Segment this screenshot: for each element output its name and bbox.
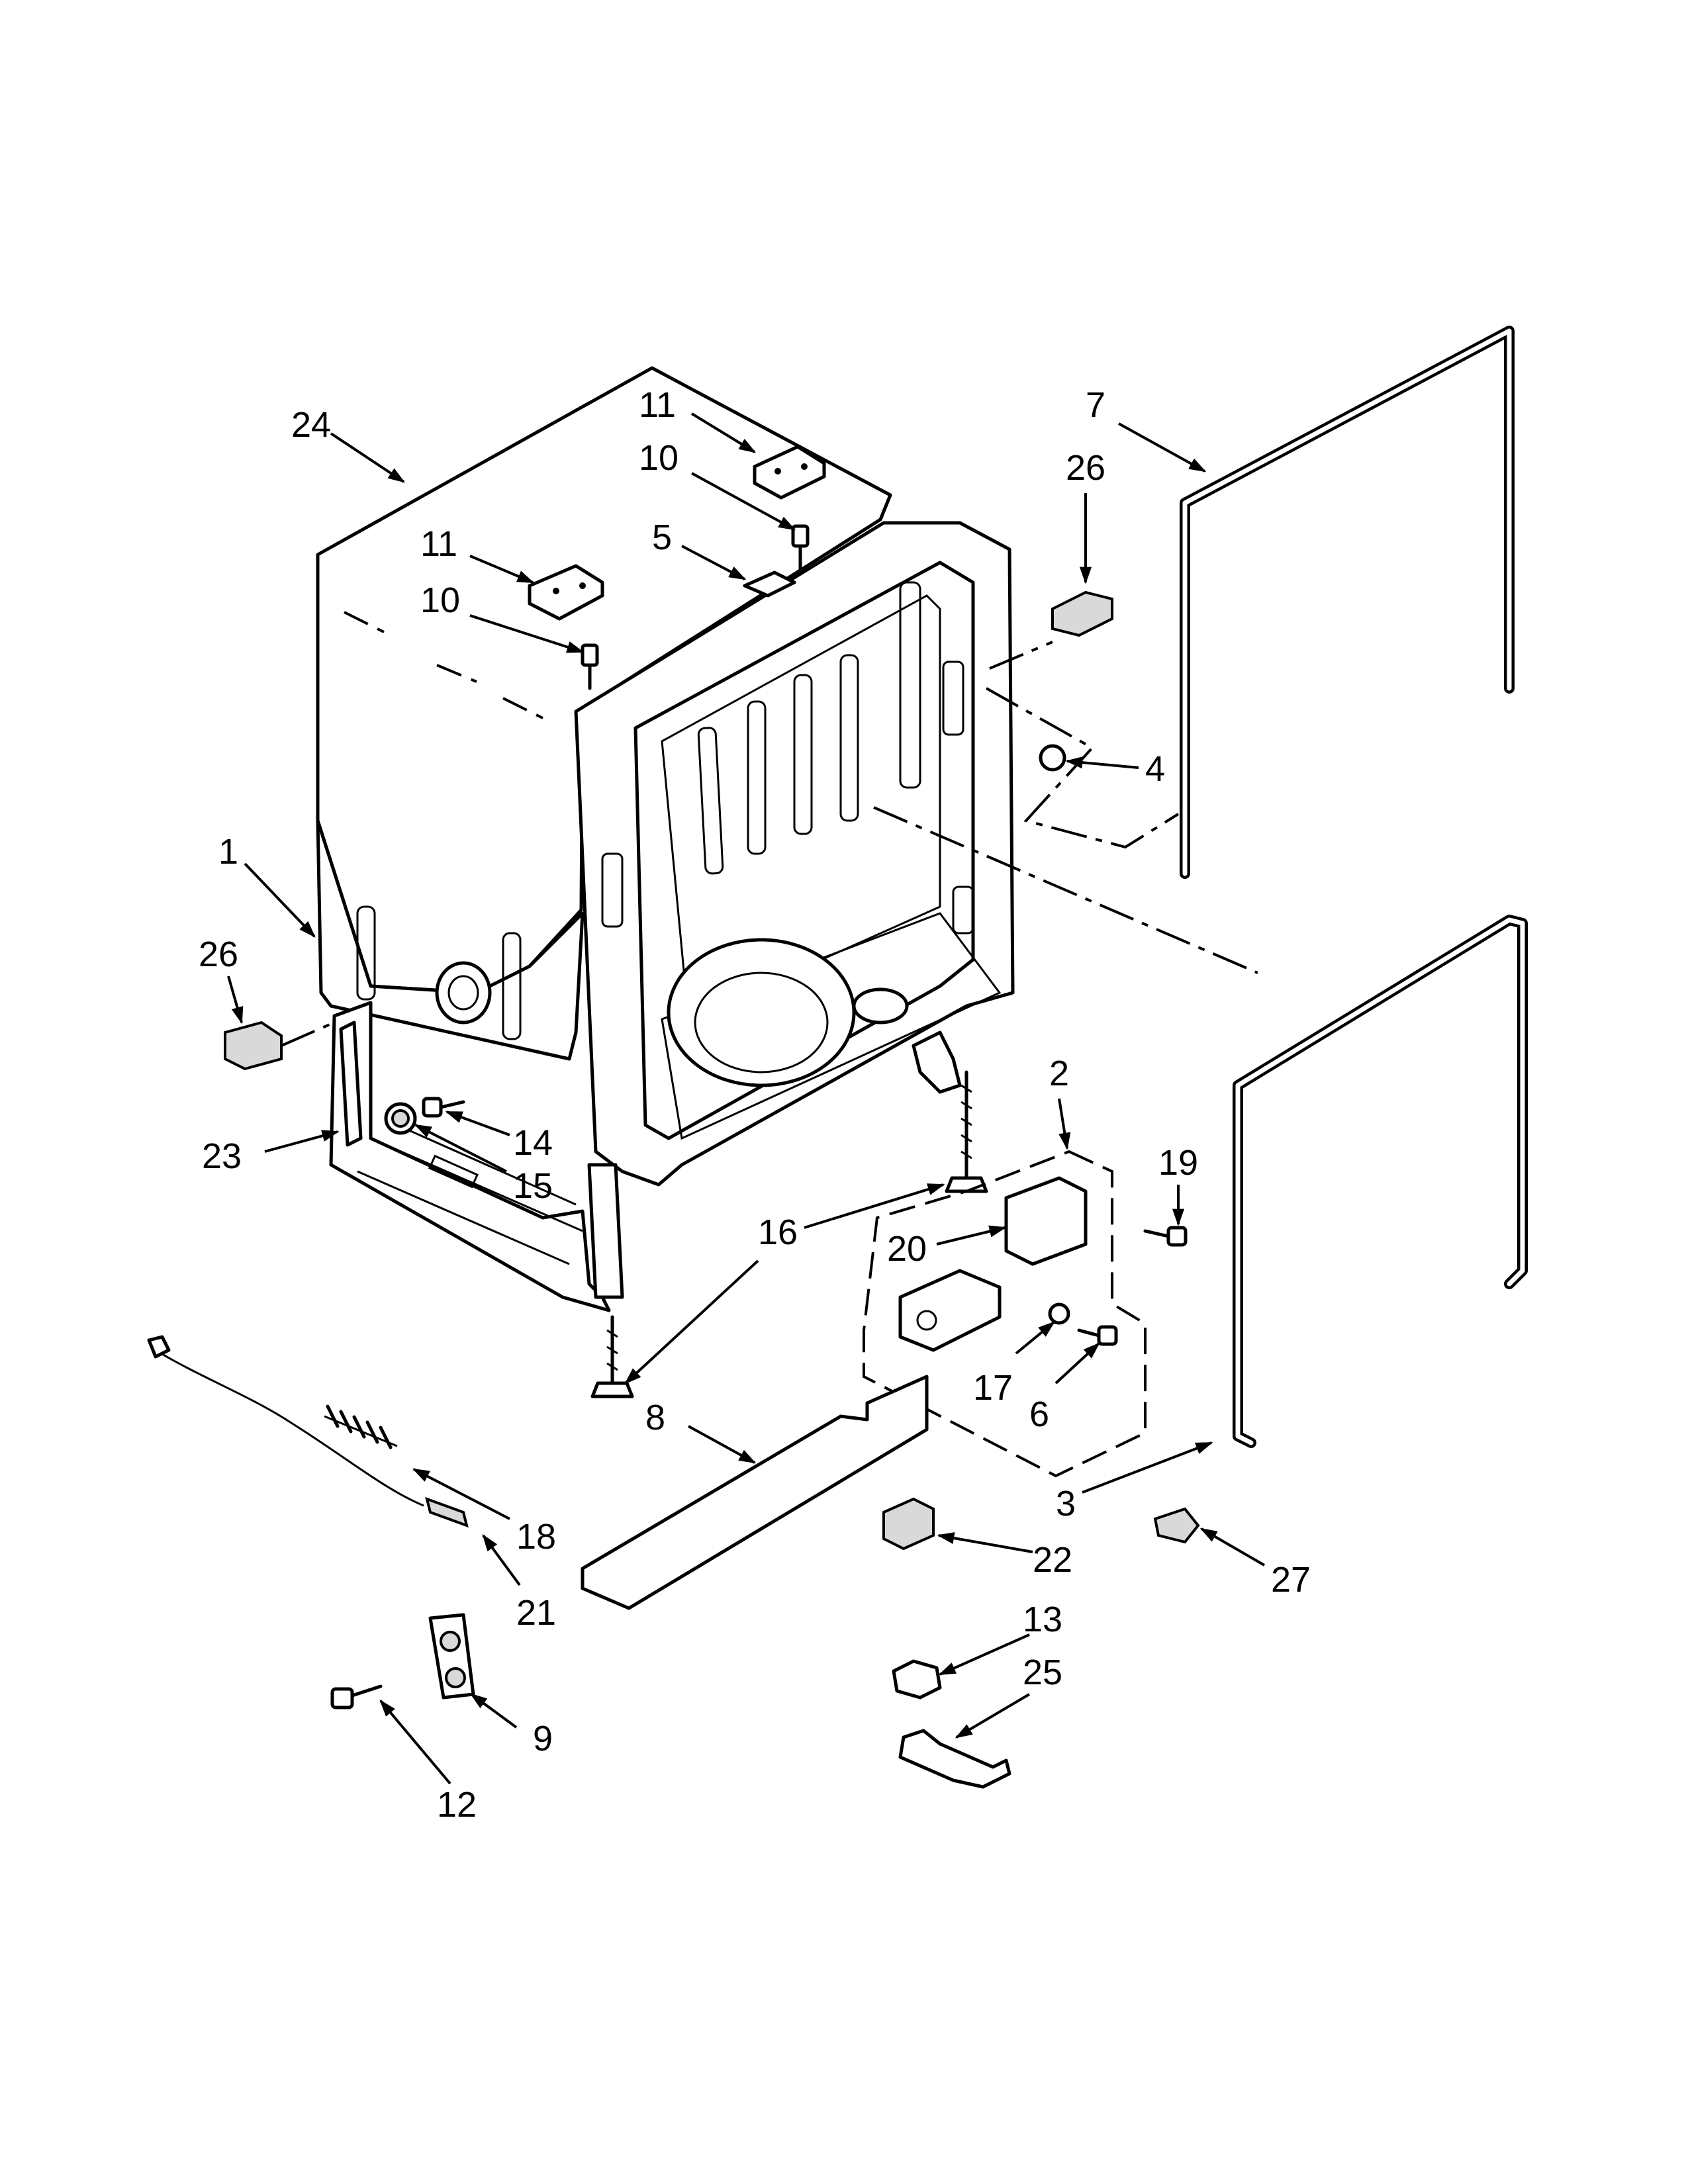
callout-18: 18 <box>516 1517 556 1557</box>
tub-rib <box>793 674 813 835</box>
cable-terminal <box>425 1496 469 1528</box>
callout-11: 11 <box>639 385 676 425</box>
sensor-bracket <box>898 1729 1011 1789</box>
hinge-bracket-rear <box>753 445 826 500</box>
tub-rear-leg <box>912 1030 962 1094</box>
valve-screw <box>1077 1325 1118 1346</box>
sensor <box>892 1659 942 1700</box>
tub-base-frame <box>329 1001 611 1312</box>
door-cable <box>155 1349 424 1507</box>
callout-9: 9 <box>533 1719 553 1758</box>
tub-side-wall <box>316 819 585 1061</box>
callout-10: 10 <box>420 580 460 620</box>
callout-23: 23 <box>202 1136 242 1176</box>
callout-6: 6 <box>1029 1394 1049 1434</box>
tub-rib <box>839 654 859 822</box>
hinge-bracket-front <box>528 564 604 621</box>
tub-front-leg <box>587 1163 624 1299</box>
callout-8: 8 <box>645 1398 665 1437</box>
tub-side-rib <box>356 905 376 1001</box>
callout-13: 13 <box>1023 1600 1062 1639</box>
plug <box>1039 744 1066 772</box>
wire-connector <box>882 1497 935 1551</box>
callout-26: 26 <box>1066 448 1105 488</box>
valve-subassembly-outline <box>863 1150 1147 1478</box>
assembly-line <box>986 687 1180 849</box>
side-bracket <box>339 1021 363 1147</box>
assembly-line <box>344 611 385 633</box>
door-spring <box>324 1404 398 1449</box>
door-gasket-top <box>1180 326 1515 879</box>
callout-20: 20 <box>887 1229 927 1269</box>
tub-base-rail <box>357 1124 583 1265</box>
washer <box>1048 1302 1070 1325</box>
tub-sump-inner <box>694 972 829 1073</box>
callout-5: 5 <box>652 518 672 557</box>
assembly-line <box>502 697 543 719</box>
hinge-pad <box>428 1613 475 1700</box>
mounting-grommet <box>384 1102 417 1135</box>
valve-port <box>916 1310 937 1331</box>
frame-slot <box>942 660 964 736</box>
strike-clip <box>1153 1507 1200 1544</box>
tub-assembly <box>316 366 1015 1312</box>
hinge-screw-front <box>581 643 599 690</box>
cable-end-left <box>147 1335 171 1359</box>
callout-17: 17 <box>973 1368 1013 1408</box>
door-gasket-lower <box>1233 915 1528 1448</box>
assembly-line <box>436 664 477 683</box>
gasket-clip-side <box>224 1021 283 1071</box>
callout-25: 25 <box>1023 1653 1062 1692</box>
leveling-leg-front <box>590 1315 634 1398</box>
valve-cover <box>1004 1176 1088 1266</box>
tub-sump <box>667 938 856 1087</box>
callout-15: 15 <box>513 1166 553 1206</box>
frame-slot <box>952 886 974 934</box>
tub-floor <box>661 912 1002 1140</box>
callout-22: 22 <box>1033 1540 1072 1580</box>
callout-14: 14 <box>513 1123 553 1163</box>
callout-labels: 24 11 10 11 10 5 7 26 4 1 26 2 19 23 14 … <box>199 385 1311 1825</box>
callout-27: 27 <box>1271 1560 1311 1600</box>
callout-4: 4 <box>1145 749 1165 789</box>
gasket-clip-top <box>1051 590 1113 637</box>
tub-floor-fitting <box>852 987 909 1024</box>
assembly-line <box>873 806 1258 974</box>
callout-11: 11 <box>420 524 457 564</box>
hinge-screw-rear <box>791 524 810 571</box>
callout-26: 26 <box>199 934 238 974</box>
tub-side-port-inner <box>447 975 479 1011</box>
callout-24: 24 <box>291 405 331 445</box>
base-slot <box>428 1154 479 1189</box>
tub-side-rib <box>502 932 522 1040</box>
tub-rib <box>899 581 921 789</box>
mounting-screw <box>422 1097 465 1118</box>
leader-lines <box>227 412 1266 1785</box>
assembly-line <box>989 641 1053 670</box>
leveling-leg-rear <box>945 1070 988 1193</box>
frame-slot <box>601 852 624 928</box>
pad-screw <box>330 1684 383 1709</box>
callout-19: 19 <box>1158 1143 1198 1183</box>
valve-body <box>898 1269 1002 1352</box>
top-clip <box>743 570 796 598</box>
callout-3: 3 <box>1056 1484 1076 1524</box>
tub-side-port <box>435 961 492 1024</box>
callout-10: 10 <box>639 438 679 478</box>
cover-screw <box>1143 1226 1188 1247</box>
callout-7: 7 <box>1086 385 1105 425</box>
tub-rib <box>747 700 767 855</box>
callout-16: 16 <box>758 1212 798 1252</box>
callout-12: 12 <box>437 1785 477 1825</box>
assembly-line <box>281 1021 335 1047</box>
callout-21: 21 <box>516 1593 556 1633</box>
callout-1: 1 <box>218 832 238 872</box>
callout-2: 2 <box>1049 1054 1069 1093</box>
tub-rib <box>697 727 724 875</box>
base-pan <box>581 1375 929 1610</box>
